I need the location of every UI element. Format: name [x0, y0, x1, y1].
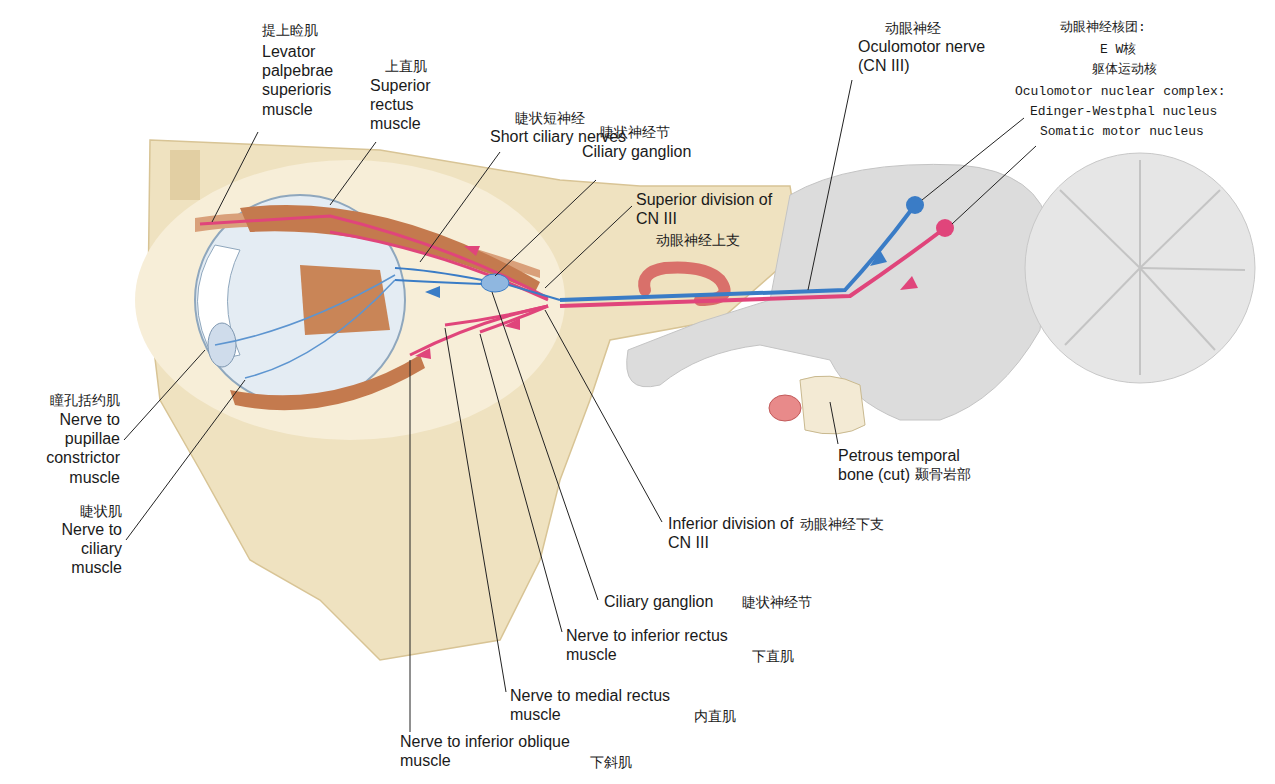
lens	[208, 323, 236, 367]
part-label: 动眼神经下支	[800, 516, 884, 533]
part-label: 提上睑肌	[262, 22, 318, 39]
part-label: 下斜肌	[590, 754, 632, 771]
orbit-cavity	[135, 160, 565, 440]
direction-arrow	[870, 250, 887, 266]
leader-line	[445, 328, 506, 692]
leader-line	[830, 402, 838, 444]
leader-lines	[124, 80, 1036, 732]
folium	[1140, 268, 1215, 350]
part-label: Ciliary ganglion	[582, 142, 691, 161]
leader-line	[126, 380, 245, 540]
part-label: Nerve to ciliary muscle	[40, 520, 122, 578]
leader-line	[545, 310, 662, 522]
direction-arrow	[425, 286, 440, 298]
folium	[1140, 268, 1245, 270]
part-label: Nerve to medial rectus muscle	[510, 686, 690, 724]
motor-fibres	[560, 228, 945, 306]
edinger-westphal-nucleus	[906, 196, 924, 214]
folium	[1139, 268, 1141, 375]
somatic-motor-nucleus	[936, 219, 954, 237]
folium	[1065, 268, 1140, 345]
part-label: Oculomotor nerve (CN III)	[858, 37, 998, 75]
ciliary-nerve-to-iris	[215, 275, 395, 345]
parasympathetic-root	[509, 285, 560, 300]
part-label: Superior rectus muscle	[370, 76, 450, 134]
leader-line	[495, 180, 596, 276]
short-ciliary-nerve	[395, 268, 482, 280]
petrous-bone	[800, 376, 865, 434]
part-label: E W核	[1100, 42, 1136, 58]
leader-line	[212, 132, 258, 222]
cerebellum-folia	[1060, 160, 1245, 375]
part-label: 睫状神经节	[742, 594, 812, 611]
part-label: 动眼神经核团:	[1060, 20, 1146, 36]
ciliary-ganglion	[481, 274, 509, 292]
superior-division	[200, 216, 548, 298]
part-label: Nerve to inferior oblique muscle	[400, 732, 580, 770]
leader-line	[124, 350, 205, 440]
leader-line	[808, 80, 852, 290]
inferior-oblique	[230, 355, 425, 410]
part-label: 躯体运动核	[1092, 62, 1157, 78]
part-label: Nerve to inferior rectus muscle	[566, 626, 746, 664]
vessel-section	[769, 395, 801, 421]
cerebellum	[1025, 153, 1255, 383]
part-label: Nerve to pupillae constrictor muscle	[14, 410, 120, 487]
folium	[1140, 190, 1220, 268]
part-label: 睫状短神经	[515, 110, 585, 127]
part-label: Ciliary ganglion	[604, 592, 713, 611]
inferior-division	[445, 306, 548, 325]
part-label: Oculomotor nuclear complex:	[1015, 84, 1226, 100]
part-label: 睫状神经节	[600, 124, 670, 141]
part-label: 内直肌	[694, 708, 736, 725]
leader-line	[922, 118, 1024, 200]
inferior-division	[480, 306, 548, 332]
part-label: Superior division of CN III	[636, 190, 786, 228]
folium	[1139, 160, 1141, 268]
part-label: Somatic motor nucleus	[1040, 124, 1204, 140]
direction-arrow	[415, 348, 431, 359]
part-label: 睫状肌	[50, 503, 122, 520]
leader-line	[952, 146, 1036, 224]
leader-line	[492, 292, 598, 600]
leader-line	[480, 334, 562, 632]
part-label: Inferior division of CN III	[668, 514, 798, 552]
medial-rectus	[300, 265, 390, 335]
short-ciliary-nerve	[395, 280, 482, 284]
part-label: 下直肌	[752, 648, 794, 665]
part-label: 上直肌	[385, 58, 427, 75]
part-label: 动眼神经上支	[656, 232, 740, 249]
leader-line	[410, 360, 411, 732]
leader-line	[330, 142, 376, 205]
part-label: 瞳孔括约肌	[24, 392, 120, 409]
frontal-bone	[170, 150, 200, 200]
ciliary-nerve-to-muscle	[245, 280, 395, 378]
direction-arrow	[900, 276, 918, 290]
part-label: 动眼神经	[885, 20, 941, 37]
direction-arrow	[504, 318, 520, 330]
part-label: Edinger-Westphal nucleus	[1030, 104, 1217, 120]
leader-line	[420, 152, 500, 262]
direction-arrow	[464, 246, 480, 256]
part-label: Levator palpebrae superioris muscle	[262, 42, 357, 119]
part-label: 颞骨岩部	[915, 466, 971, 483]
folium	[1060, 190, 1140, 268]
superior-division	[330, 232, 548, 300]
inferior-division	[410, 306, 548, 355]
leader-line	[545, 206, 632, 288]
